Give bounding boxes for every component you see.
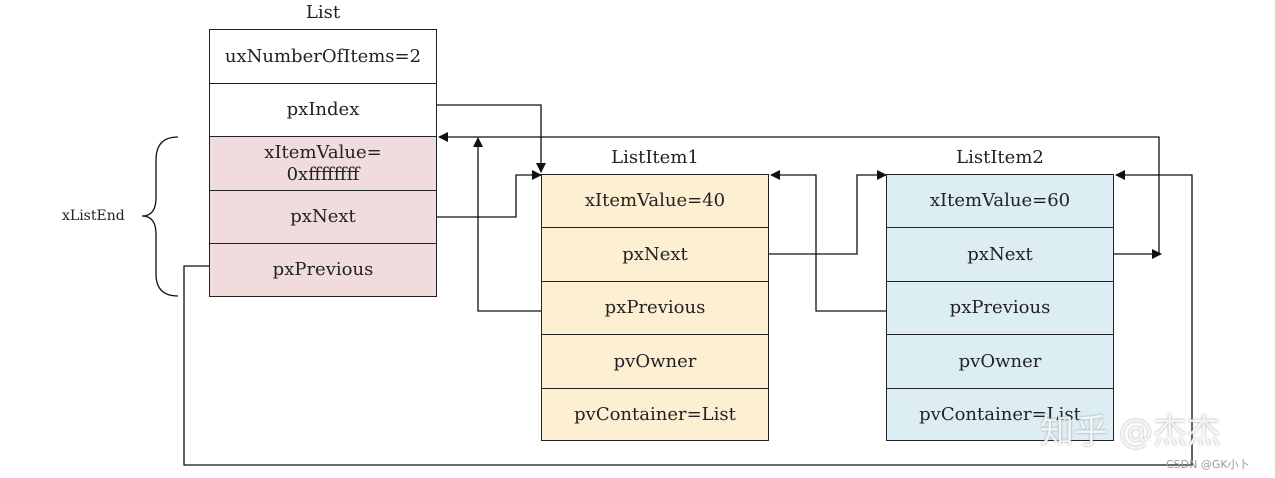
xlistend-brace <box>141 136 179 297</box>
list-end-next-cell: pxNext <box>210 191 436 244</box>
list-box: uxNumberOfItems=2 pxIndex xItemValue= 0x… <box>209 29 437 297</box>
item1-title: ListItem1 <box>611 147 699 168</box>
watermark-main: 知乎 @杰杰 <box>1040 412 1221 452</box>
item2-title: ListItem2 <box>956 147 1044 168</box>
list-end-previous-cell: pxPrevious <box>210 244 436 296</box>
item2-owner-cell: pvOwner <box>887 335 1113 389</box>
list-num-items-cell: uxNumberOfItems=2 <box>210 30 436 84</box>
watermark-small: CSDN @GK小卜 <box>1166 458 1250 471</box>
item1-next-cell: pxNext <box>542 228 768 282</box>
arrow-end-next-to-item1 <box>437 170 542 218</box>
item2-previous-cell: pxPrevious <box>887 282 1113 335</box>
item1-container-cell: pvContainer=List <box>574 403 736 425</box>
item1-box: xItemValue=40 pxNext pxPrevious pvOwner … <box>541 174 769 441</box>
arrow-index-to-item1 <box>437 104 546 173</box>
list-title: List <box>305 2 341 23</box>
item2-container-cell: pvContainer=List <box>919 403 1081 425</box>
arrow-item2-prev-to-item1 <box>770 170 886 312</box>
item1-owner-cell: pvOwner <box>542 335 768 389</box>
arrow-item2-next-to-end <box>438 132 1160 255</box>
xlistend-label: xListEnd <box>62 208 125 224</box>
arrow-item1-prev-to-end <box>473 137 541 312</box>
item2-next-cell: pxNext <box>887 228 1113 282</box>
arrow-end-prev-to-item2 <box>183 170 1193 466</box>
list-end-value-cell: xItemValue= 0xffffffff <box>210 137 436 191</box>
item1-value-cell: xItemValue=40 <box>542 175 768 228</box>
item1-previous-cell: pxPrevious <box>542 282 768 335</box>
arrow-item1-next-to-item2 <box>769 170 887 255</box>
item2-box: xItemValue=60 pxNext pxPrevious pvOwner … <box>886 174 1114 441</box>
list-index-cell: pxIndex <box>210 84 436 137</box>
item2-value-cell: xItemValue=60 <box>887 175 1113 228</box>
